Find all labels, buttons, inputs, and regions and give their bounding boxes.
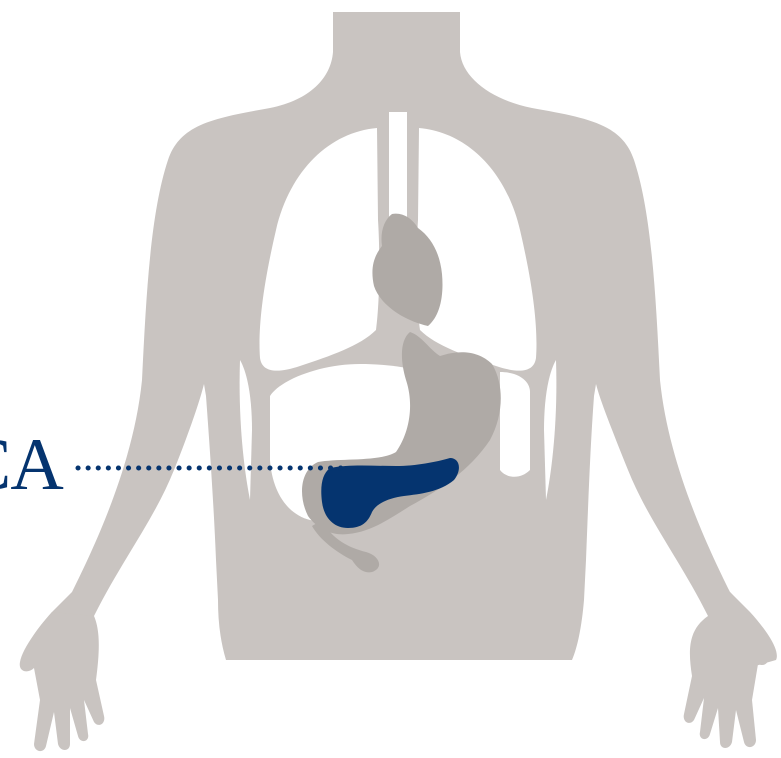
callout-label: CA bbox=[0, 428, 63, 502]
trachea-channel bbox=[389, 112, 407, 222]
abdomen-right-cavity bbox=[500, 372, 530, 477]
right-hand bbox=[684, 592, 770, 748]
left-hand bbox=[20, 612, 105, 751]
torso-shape bbox=[25, 12, 777, 668]
